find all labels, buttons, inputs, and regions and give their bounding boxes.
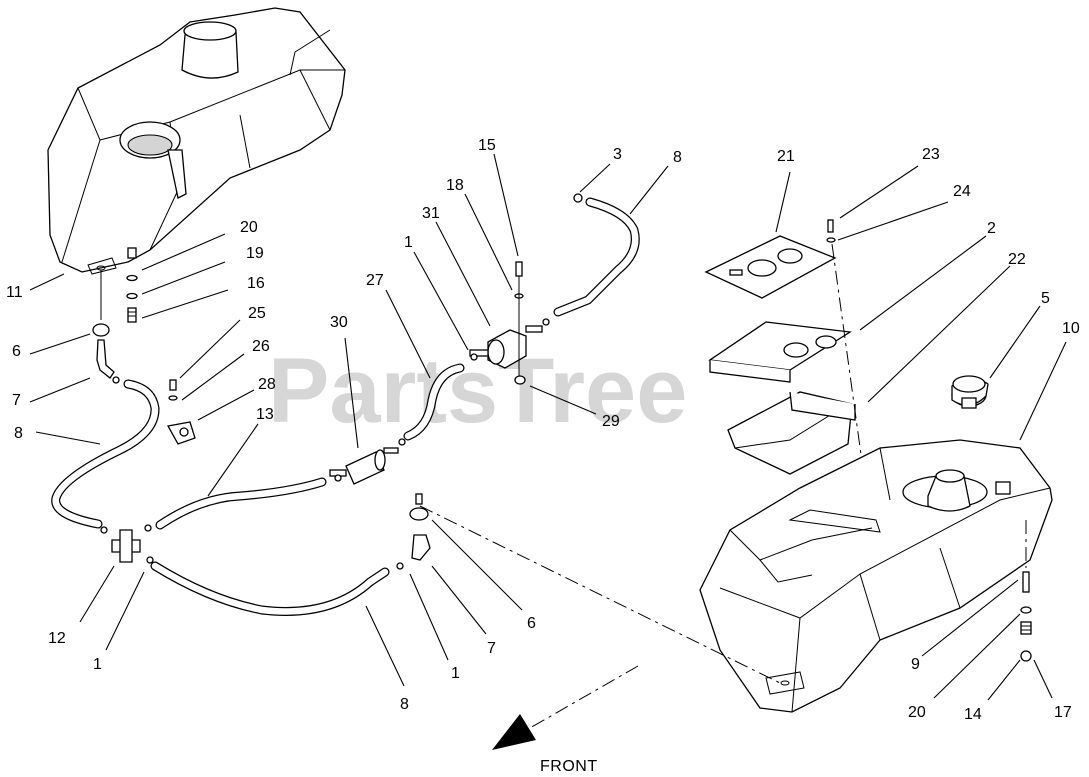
callout-27: 27 [366, 272, 384, 289]
callout-28: 28 [258, 376, 276, 393]
callout-12: 12 [48, 630, 66, 647]
front-arrow-icon [492, 714, 536, 750]
callout-7: 7 [12, 392, 21, 409]
fuel-hoses [51, 197, 640, 616]
callout-8b: 8 [673, 149, 682, 166]
callout-24: 24 [953, 183, 971, 200]
callout-6b: 6 [527, 615, 536, 632]
callout-23: 23 [922, 146, 940, 163]
callout-9: 9 [911, 656, 920, 673]
callout-8c: 8 [400, 696, 409, 713]
callout-1c: 1 [451, 665, 460, 682]
callout-13: 13 [256, 406, 274, 423]
callout-3: 3 [613, 146, 622, 163]
callout-6: 6 [12, 343, 21, 360]
callout-31: 31 [422, 205, 440, 222]
callout-18: 18 [446, 177, 464, 194]
callout-19: 19 [246, 245, 264, 262]
callout-1: 1 [404, 234, 413, 251]
leader-lines [29, 153, 1067, 701]
callout-10: 10 [1062, 320, 1080, 337]
callout-5: 5 [1041, 290, 1050, 307]
right-fuel-tank [699, 439, 1053, 713]
watermark-text: PartsTree [268, 340, 687, 442]
left-fuel-tank [47, 7, 346, 323]
callout-labels: 11 20 19 16 6 7 8 25 26 28 13 30 27 1 31… [6, 137, 1080, 723]
callout-11: 11 [6, 284, 23, 301]
callout-1b: 1 [93, 656, 102, 673]
front-direction-label: FRONT [540, 758, 598, 775]
callout-29: 29 [602, 413, 620, 430]
mounting-plates [704, 219, 871, 521]
callout-15: 15 [478, 137, 496, 154]
callout-30: 30 [330, 314, 348, 331]
callout-17: 17 [1054, 704, 1072, 721]
callout-20b: 20 [908, 704, 926, 721]
callout-25: 25 [248, 305, 266, 322]
callout-16: 16 [247, 275, 265, 292]
callout-2: 2 [987, 220, 996, 237]
callout-7b: 7 [487, 640, 496, 657]
callout-8: 8 [14, 425, 23, 442]
callout-14: 14 [964, 706, 982, 723]
callout-26: 26 [252, 338, 270, 355]
callout-21: 21 [777, 148, 795, 165]
callout-22: 22 [1008, 251, 1026, 268]
callout-20: 20 [240, 219, 258, 236]
